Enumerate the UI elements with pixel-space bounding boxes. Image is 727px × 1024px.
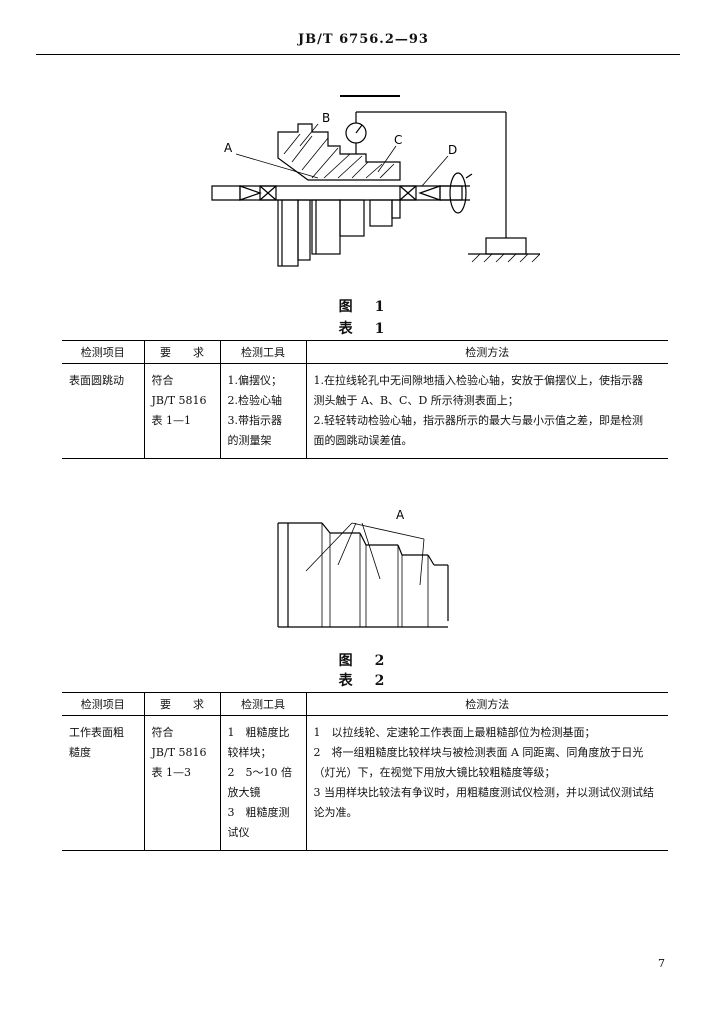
- column-header: 检测项目: [62, 692, 144, 716]
- table-1-title: 表 1: [338, 321, 389, 337]
- label-b: B: [322, 111, 330, 125]
- column-header: 检测项目: [62, 340, 144, 364]
- inspection-item: 工作表面粗 糙度: [62, 715, 144, 851]
- requirement: 符合 JB/T 5816 表 1—1: [143, 363, 220, 459]
- column-header: 检测方法: [305, 340, 668, 364]
- table-1: 检测项目 要 求 检测工具 检测方法 表面圆跳动 符合 JB/T 5816 表 …: [62, 340, 668, 459]
- table-2: 检测项目 要 求 检测工具 检测方法 工作表面粗 糙度 符合 JB/T 5816…: [62, 692, 668, 851]
- column-header: 要 求: [143, 692, 220, 716]
- inspection-method: 1.在拉线轮孔中无间隙地插入检验心轴，安放于偏摆仪上，使指示器 测头触于 A、B…: [305, 363, 668, 459]
- figure-1-caption: 图 1: [338, 299, 389, 315]
- page-number: 7: [658, 957, 665, 970]
- column-header: 要 求: [143, 340, 220, 364]
- inspection-method: 1 以拉线轮、定速轮工作表面上最粗糙部位为检测基面； 2 将一组粗糙度比较样块与…: [305, 715, 668, 851]
- inspection-item: 表面圆跳动: [62, 363, 144, 459]
- column-header: 检测工具: [219, 340, 306, 364]
- label-c: C: [394, 133, 402, 147]
- figure-1-drawing: A B C D: [211, 95, 540, 267]
- header-rule: [36, 54, 680, 55]
- inspection-tools: 1.偏摆仪； 2.检验心轴 3.带指示器 的测量架: [219, 363, 306, 459]
- figure-2-caption: 图 2: [338, 653, 389, 669]
- column-header: 检测方法: [305, 692, 668, 716]
- label-d: D: [448, 143, 457, 157]
- label-a: A: [396, 508, 405, 522]
- standard-code-header: JB/T 6756.2—93: [298, 32, 429, 47]
- requirement: 符合 JB/T 5816 表 1—3: [143, 715, 220, 851]
- table-2-title: 表 2: [338, 673, 389, 689]
- inspection-tools: 1 粗糙度比 较样块； 2 5～10 倍 放大镜 3 粗糙度测 试仪: [219, 715, 306, 851]
- figure-2-drawing: A: [277, 508, 449, 628]
- column-header: 检测工具: [219, 692, 306, 716]
- label-a: A: [224, 141, 233, 155]
